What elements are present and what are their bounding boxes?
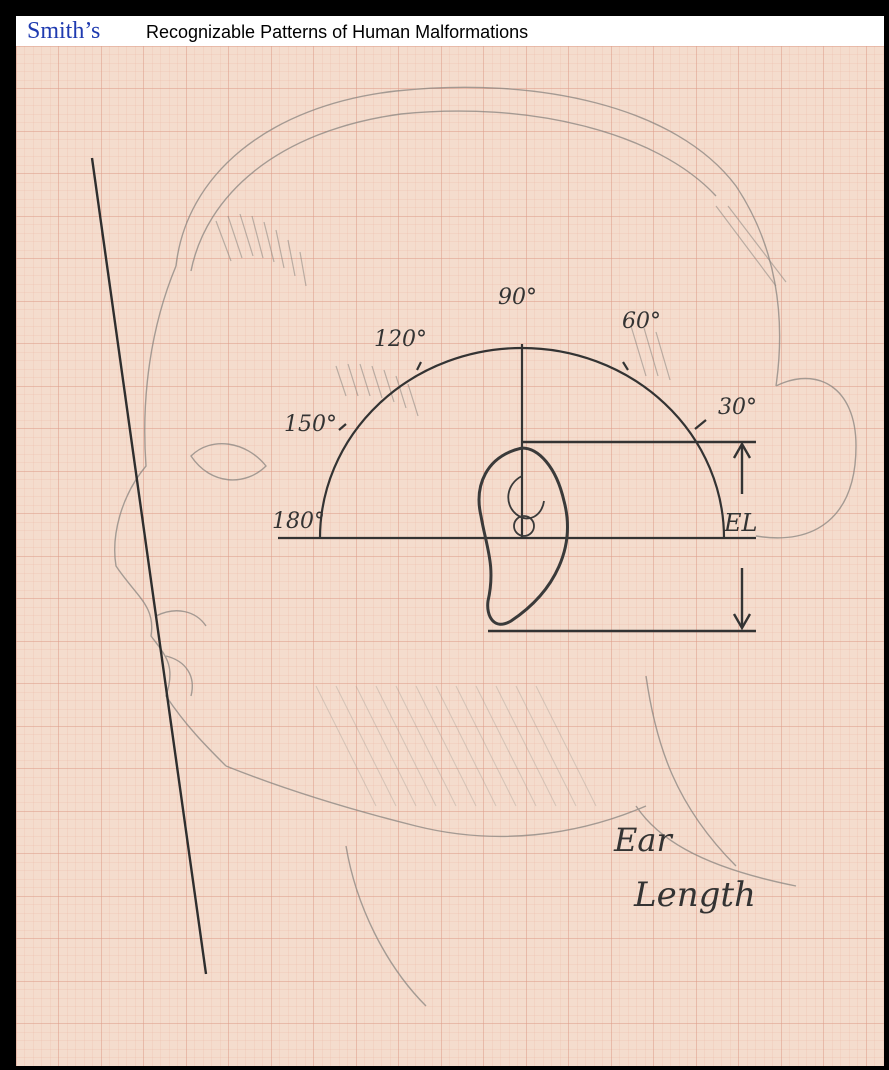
- label-120: 120°: [374, 327, 427, 352]
- label-150: 150°: [284, 412, 337, 437]
- page-header: Smith’s Recognizable Patterns of Human M…: [16, 16, 884, 44]
- label-180: 180°: [272, 509, 325, 534]
- caption-length: Length: [633, 875, 756, 915]
- caption-ear: Ear: [613, 821, 673, 859]
- label-60: 60°: [622, 309, 661, 334]
- document-page: Smith’s Recognizable Patterns of Human M…: [16, 16, 884, 1066]
- ear-length-abbrev: EL: [723, 509, 757, 537]
- ear-measurement-sketch: 180° 150° 120° 90° 60° 30° EL Ear Length: [16, 46, 884, 1066]
- brand-name: Smith’s: [27, 16, 100, 46]
- book-title: Recognizable Patterns of Human Malformat…: [146, 21, 528, 43]
- label-30: 30°: [718, 395, 757, 420]
- label-90: 90°: [498, 285, 537, 310]
